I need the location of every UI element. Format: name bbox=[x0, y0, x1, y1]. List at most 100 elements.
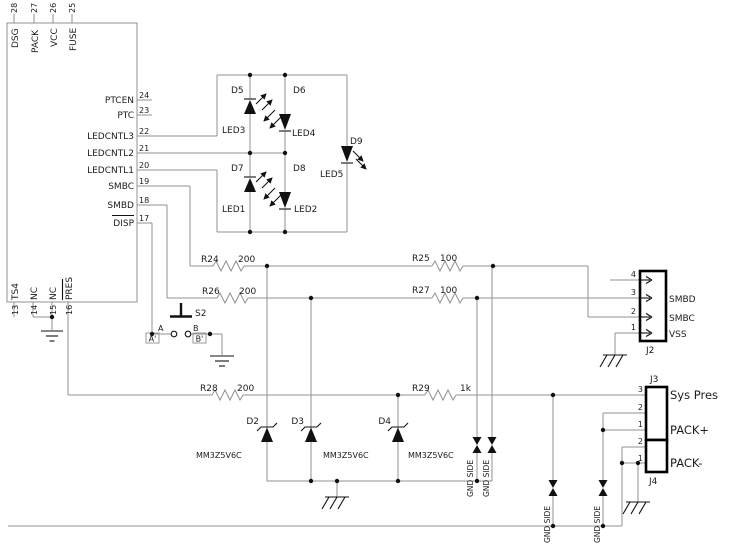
resistor-value: 200 bbox=[239, 287, 256, 297]
led-ref: D9 bbox=[350, 137, 363, 147]
resistor-ref: R26 bbox=[202, 287, 220, 297]
pin-number: 14 bbox=[30, 305, 39, 315]
pin-name: DSG bbox=[11, 28, 21, 48]
net-label-smbd: SMBD bbox=[669, 295, 696, 305]
switch-s2[interactable]: S2 A A' B B' bbox=[145, 303, 207, 344]
chassis-ground-symbol[interactable] bbox=[622, 501, 650, 515]
pin-name: TS4 bbox=[11, 283, 21, 301]
resistor-r24[interactable]: R24 200 bbox=[201, 255, 255, 273]
pin-number: 1 bbox=[638, 454, 643, 463]
pin-number: 28 bbox=[10, 3, 19, 13]
led-ref: D6 bbox=[293, 86, 306, 96]
led-d8[interactable]: D8 LED2 bbox=[263, 164, 317, 215]
pin-name: NC bbox=[49, 287, 59, 300]
net-label-pack-plus: PACK+ bbox=[670, 423, 709, 437]
pin-name: PTC bbox=[117, 111, 134, 121]
net-label-pack-minus: PACK- bbox=[670, 456, 702, 470]
pin-number: 15 bbox=[49, 305, 58, 315]
zener-ref: D3 bbox=[291, 417, 304, 427]
pin-number: 13 bbox=[11, 305, 20, 315]
pin-number: 1 bbox=[631, 323, 636, 332]
resistor-r27[interactable]: R27 100 bbox=[412, 286, 464, 305]
connector-j4[interactable]: 2 1 PACK- J4 bbox=[638, 437, 702, 487]
pin-number: 4 bbox=[631, 270, 636, 279]
led-name: LED2 bbox=[294, 205, 317, 215]
ground-symbol[interactable] bbox=[210, 355, 234, 367]
pin-number: 1 bbox=[638, 420, 643, 429]
led-name: LED5 bbox=[320, 170, 343, 180]
switch-terminal-b: B bbox=[193, 324, 199, 333]
pin-number: 3 bbox=[631, 288, 636, 297]
connector-j3[interactable]: J3 3 2 1 Sys Pres PACK+ bbox=[638, 375, 718, 442]
resistor-ref: R28 bbox=[200, 384, 218, 394]
chip-pin-labels: 28 27 26 25 DSG PACK VCC FUSE 24 23 22 2… bbox=[10, 3, 149, 315]
ground-symbol[interactable] bbox=[41, 330, 63, 342]
resistor-r28[interactable]: R28 200 bbox=[200, 384, 254, 402]
pin-number: 3 bbox=[638, 385, 643, 394]
switch-terminal-a: A bbox=[158, 324, 164, 333]
pin-number: 27 bbox=[30, 3, 39, 13]
zener-ref: D4 bbox=[378, 417, 391, 427]
resistor-r26[interactable]: R26 200 bbox=[202, 287, 256, 305]
led-d6[interactable]: D6 LED4 bbox=[263, 86, 316, 139]
resistor-value: 100 bbox=[440, 254, 457, 264]
resistor-ref: R29 bbox=[412, 384, 430, 394]
zener-part: MM3Z5V6C bbox=[323, 451, 369, 460]
pin-name: NC bbox=[30, 287, 40, 300]
pin-name: PRES bbox=[65, 277, 75, 300]
net-flag-gnd-side[interactable]: GND SIDE bbox=[593, 480, 608, 543]
resistor-r29[interactable]: R29 1k bbox=[412, 384, 472, 402]
resistor-r25[interactable]: R25 100 bbox=[412, 254, 464, 273]
pin-name: PTCEN bbox=[105, 96, 134, 106]
net-label-sys-pres: Sys Pres bbox=[670, 388, 718, 402]
chassis-ground-symbol[interactable] bbox=[599, 354, 627, 368]
junction-dots bbox=[49, 72, 641, 529]
pin-number: 20 bbox=[139, 161, 149, 170]
pin-number: 2 bbox=[638, 437, 643, 446]
pin-number: 16 bbox=[65, 305, 74, 315]
wires bbox=[6, 14, 646, 527]
connector-ref: J2 bbox=[645, 346, 654, 356]
net-flag-label: GND SIDE bbox=[593, 506, 602, 543]
net-flag-gnd-side[interactable]: GND SIDE bbox=[482, 437, 497, 497]
net-flag-gnd-side[interactable]: GND SIDE bbox=[466, 437, 482, 497]
zener-d4[interactable]: D4 MM3Z5V6C bbox=[378, 417, 454, 460]
pin-number: 22 bbox=[139, 127, 149, 136]
connector-j2[interactable]: 4 3 2 1 SMBD SMBC VSS J2 bbox=[631, 269, 696, 356]
led-d5[interactable]: D5 LED3 bbox=[222, 86, 273, 136]
switch-ref: S2 bbox=[195, 309, 206, 319]
pin-number: 2 bbox=[638, 403, 643, 412]
chip-outline[interactable] bbox=[6, 22, 138, 303]
net-flag-label: GND SIDE bbox=[466, 460, 475, 497]
pin-number: 18 bbox=[139, 196, 149, 205]
net-label-vss: VSS bbox=[669, 330, 687, 340]
resistor-ref: R27 bbox=[412, 286, 430, 296]
led-d7[interactable]: D7 LED1 bbox=[222, 164, 273, 215]
zener-d3[interactable]: D3 MM3Z5V6C bbox=[291, 417, 369, 460]
pin-number: 23 bbox=[139, 106, 149, 115]
chassis-ground-symbol[interactable] bbox=[321, 496, 349, 510]
resistor-value: 1k bbox=[460, 384, 472, 394]
connector-pin-arrows bbox=[641, 276, 653, 337]
zener-part: MM3Z5V6C bbox=[408, 451, 454, 460]
pin-name: LEDCNTL3 bbox=[87, 132, 134, 142]
net-flag-gnd-side[interactable]: GND SIDE bbox=[543, 480, 558, 543]
pin-number: 24 bbox=[139, 91, 149, 100]
pin-name: FUSE bbox=[69, 28, 79, 51]
zener-d2[interactable]: D2 MM3Z5V6C bbox=[196, 417, 278, 460]
pin-name: LEDCNTL1 bbox=[87, 166, 134, 176]
pin-number: 26 bbox=[49, 3, 58, 13]
connector-ref: J3 bbox=[649, 375, 658, 385]
resistor-value: 200 bbox=[237, 384, 254, 394]
net-flag-label: GND SIDE bbox=[543, 506, 552, 543]
zener-part: MM3Z5V6C bbox=[196, 451, 242, 460]
switch-terminal-a2: A' bbox=[149, 335, 157, 344]
pin-name: SMBC bbox=[108, 182, 134, 192]
pin-number: 25 bbox=[68, 3, 77, 13]
led-d9[interactable]: D9 LED5 bbox=[320, 137, 367, 180]
led-name: LED4 bbox=[292, 129, 316, 139]
net-label-smbc: SMBC bbox=[669, 314, 695, 324]
pin-name: PACK bbox=[31, 29, 41, 53]
